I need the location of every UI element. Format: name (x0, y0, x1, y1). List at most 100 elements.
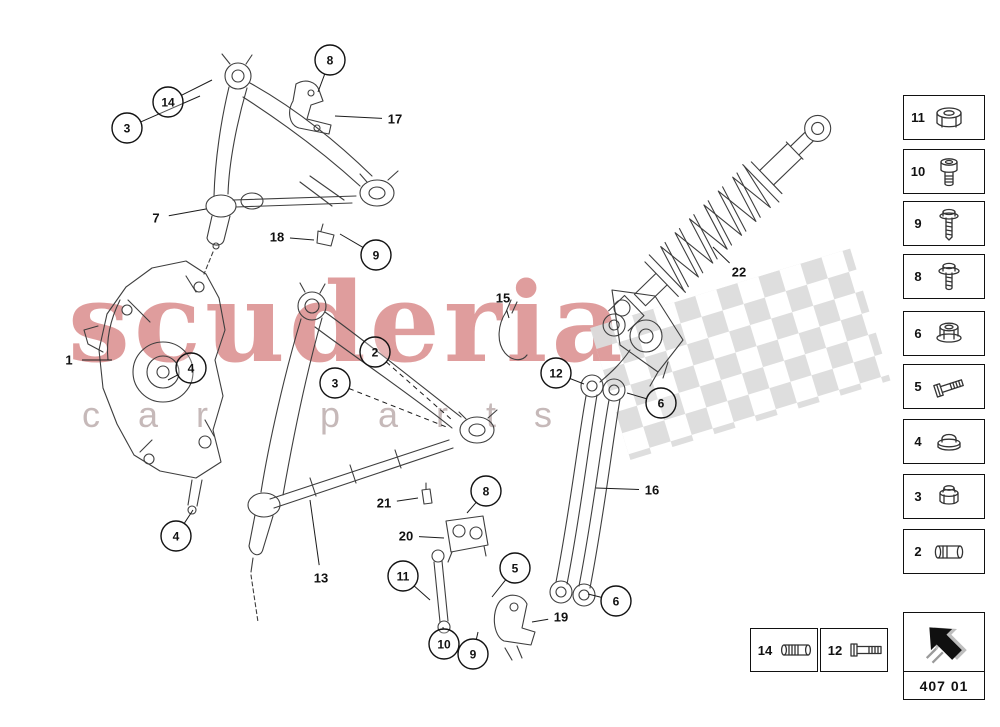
part-box-5[interactable]: 5 (903, 364, 985, 409)
screw-icon (939, 208, 959, 241)
part-number: 10 (910, 164, 926, 179)
label-18[interactable]: 18 (270, 230, 284, 245)
part-box-3[interactable]: 3 (903, 474, 985, 519)
part-number: 4 (914, 434, 922, 449)
part-box-2[interactable]: 2 (903, 529, 985, 574)
svg-text:8: 8 (327, 54, 334, 68)
svg-text:9: 9 (373, 249, 380, 263)
svg-text:13: 13 (314, 571, 328, 586)
part-number: 5 (914, 379, 922, 394)
wheel-knuckle (83, 260, 226, 515)
bracket-15 (498, 299, 528, 361)
label-19[interactable]: 19 (554, 610, 568, 625)
callout-10[interactable]: 10 (428, 628, 460, 660)
svg-text:2: 2 (372, 346, 379, 360)
svg-text:5: 5 (512, 562, 519, 576)
callout-6[interactable]: 6 (600, 585, 632, 617)
svg-text:20: 20 (399, 529, 413, 544)
dowel-pin-icon (780, 644, 812, 656)
part-box-9[interactable]: 9 (903, 201, 985, 246)
page-code-box: 407 01 (903, 612, 985, 700)
bracket-19 (493, 594, 536, 661)
direction-arrow-cell (904, 613, 984, 672)
svg-text:19: 19 (554, 610, 568, 625)
rocker-arm (599, 289, 684, 387)
callout-8[interactable]: 8 (470, 475, 502, 507)
svg-text:7: 7 (152, 211, 159, 226)
callout-8[interactable]: 8 (314, 44, 346, 76)
lower-wishbone (247, 282, 498, 623)
long-bolt-icon (850, 643, 882, 657)
callout-3[interactable]: 3 (111, 112, 143, 144)
svg-text:1: 1 (65, 353, 72, 368)
svg-text:6: 6 (658, 397, 665, 411)
hex-bolt-icon (933, 378, 964, 398)
label-15[interactable]: 15 (496, 291, 510, 306)
svg-text:17: 17 (388, 112, 402, 127)
svg-text:11: 11 (397, 570, 410, 584)
callout-3[interactable]: 3 (319, 367, 351, 399)
callout-4[interactable]: 4 (175, 352, 207, 384)
label-16[interactable]: 16 (645, 483, 659, 498)
label-13[interactable]: 13 (314, 571, 328, 586)
part-box-12[interactable]: 12 (820, 628, 888, 672)
label-20[interactable]: 20 (399, 529, 413, 544)
part-number: 3 (914, 489, 922, 504)
lock-nut-icon (939, 484, 959, 505)
part-box-11[interactable]: 11 (903, 95, 985, 140)
callout-9[interactable]: 9 (360, 239, 392, 271)
part-number: 12 (827, 642, 843, 658)
part-number: 9 (914, 216, 922, 231)
shock-absorber (602, 114, 832, 337)
svg-text:12: 12 (549, 367, 563, 381)
callout-2[interactable]: 2 (359, 336, 391, 368)
flange-nut-icon (936, 322, 962, 343)
label-17[interactable]: 17 (388, 112, 402, 127)
svg-text:10: 10 (437, 638, 451, 652)
svg-text:18: 18 (270, 230, 284, 245)
svg-text:4: 4 (188, 362, 195, 376)
label-21[interactable]: 21 (377, 496, 391, 511)
part-box-10[interactable]: 10 (903, 149, 985, 194)
part-box-6[interactable]: 6 (903, 311, 985, 356)
label-22[interactable]: 22 (732, 265, 746, 280)
svg-text:9: 9 (470, 648, 477, 662)
svg-text:3: 3 (332, 377, 339, 391)
callout-14[interactable]: 14 (152, 86, 184, 118)
part-box-8[interactable]: 8 (903, 254, 985, 299)
clip-18 (316, 223, 335, 247)
label-7[interactable]: 7 (152, 211, 159, 226)
dome-nut-icon (937, 433, 961, 451)
svg-text:22: 22 (732, 265, 746, 280)
pin-21 (421, 482, 433, 505)
part-number: 14 (757, 642, 773, 658)
callout-11[interactable]: 11 (387, 560, 419, 592)
callout-9[interactable]: 9 (457, 638, 489, 670)
svg-text:8: 8 (483, 485, 490, 499)
upper-wishbone (203, 53, 399, 275)
svg-text:15: 15 (496, 291, 510, 306)
callout-4[interactable]: 4 (160, 520, 192, 552)
svg-text:6: 6 (613, 595, 620, 609)
callout-6[interactable]: 6 (645, 387, 677, 419)
socket-bolt-icon (940, 157, 958, 186)
part-number: 8 (914, 269, 922, 284)
part-number: 11 (911, 110, 925, 125)
part-number: 2 (914, 544, 922, 559)
drop-link (431, 549, 451, 634)
arrow-up-left-icon (925, 627, 967, 664)
hex-nut-icon (936, 106, 962, 128)
line-artwork (83, 53, 832, 661)
part-number: 6 (914, 326, 922, 341)
leader-lines (82, 73, 730, 640)
bellcrank-20 (445, 515, 489, 563)
part-box-4[interactable]: 4 (903, 419, 985, 464)
callout-12[interactable]: 12 (540, 357, 572, 389)
label-1[interactable]: 1 (65, 353, 72, 368)
flange-bolt-icon (938, 262, 960, 290)
callout-5[interactable]: 5 (499, 552, 531, 584)
part-box-14[interactable]: 14 (750, 628, 818, 672)
svg-text:21: 21 (377, 496, 391, 511)
